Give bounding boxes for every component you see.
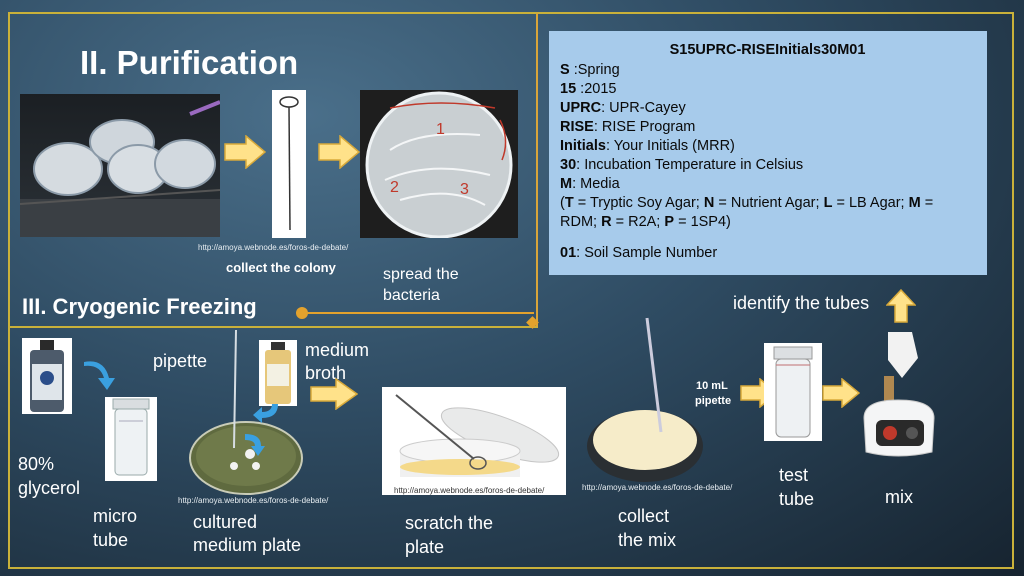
identify-tubes-label: identify the tubes xyxy=(733,293,870,313)
micro-tube-label-1: micro xyxy=(93,506,137,526)
curved-arrow-2 xyxy=(253,404,278,423)
micro-tube-photo xyxy=(105,397,157,481)
code-line-temperature: 30: Incubation Temperature in Celsius xyxy=(560,157,804,173)
glycerol-bottle-photo xyxy=(22,338,72,414)
arrow-right-1 xyxy=(224,135,266,169)
collect-colony-label: collect the colony xyxy=(226,260,336,275)
cryo-title: III. Cryogenic Freezing xyxy=(22,294,257,319)
cultured-plate-label-1: cultured xyxy=(193,512,258,532)
curved-arrow-1 xyxy=(84,361,115,390)
plate-mark-2: 2 xyxy=(390,179,399,196)
test-tube-label-1: test xyxy=(779,465,809,485)
code-line-sample: 01: Soil Sample Number xyxy=(560,245,718,261)
cryo-credit-2: http://amoya.webnode.es/foros-de-debate/ xyxy=(394,486,545,495)
code-line-media-options: (T = Tryptic Soy Agar; N = Nutrient Agar… xyxy=(560,195,934,211)
vortex-mixer-photo xyxy=(858,330,940,462)
inoculation-loop-photo xyxy=(272,90,306,238)
plate-mark-3: 3 xyxy=(460,181,469,198)
glycerol-label-2: glycerol xyxy=(18,478,81,498)
arrow-right-2 xyxy=(318,135,360,169)
spread-label-2: bacteria xyxy=(383,287,440,304)
streaked-plate-photo: 1 2 3 xyxy=(360,90,518,238)
collect-mix-label-1: collect xyxy=(618,506,670,526)
plate-mark-1: 1 xyxy=(436,121,445,138)
cultured-plate-photo xyxy=(188,328,308,498)
connector-line xyxy=(300,312,534,314)
petri-dishes-photo xyxy=(20,94,220,237)
ten-ml-label-2: pipette xyxy=(695,395,732,407)
scratch-label-1: scratch the xyxy=(405,513,494,533)
code-line-media: M: Media xyxy=(560,176,620,192)
sample-code-box: S15UPRC-RISEInitials30M01 S :Spring 15 :… xyxy=(549,31,987,275)
purification-frame xyxy=(8,12,538,328)
curved-arrow-3 xyxy=(245,434,265,456)
code-line-initials: Initials: Your Initials (MRR) xyxy=(560,138,735,154)
cryo-credit-3: http://amoya.webnode.es/foros-de-debate/ xyxy=(582,483,733,492)
scratch-plate-photo xyxy=(382,387,566,495)
arrow-right-3 xyxy=(310,378,358,410)
arrow-right-5 xyxy=(822,378,860,408)
pipette-label: pipette xyxy=(153,351,208,371)
test-tube-label-2: tube xyxy=(779,489,815,509)
arrow-up xyxy=(886,289,916,323)
code-line-season: S :Spring xyxy=(560,62,620,78)
glycerol-label-1: 80% xyxy=(18,454,55,474)
cultured-plate-label-2: medium plate xyxy=(193,535,302,555)
micro-tube-label-2: tube xyxy=(93,530,129,550)
cryo-credit-1: http://amoya.webnode.es/foros-de-debate/ xyxy=(178,496,329,505)
ten-ml-label-1: 10 mL xyxy=(696,380,728,392)
code-line-campus: UPRC: UPR-Cayey xyxy=(560,100,686,116)
test-tube-photo xyxy=(764,343,822,441)
code-line-program: RISE: RISE Program xyxy=(560,119,696,135)
scratch-label-2: plate xyxy=(405,537,445,557)
sample-code-header: S15UPRC-RISEInitials30M01 xyxy=(669,42,866,58)
collect-mix-photo xyxy=(585,316,705,484)
spread-label-1: spread the xyxy=(383,266,459,283)
connector-dot xyxy=(296,307,308,319)
purification-title: II. Purification xyxy=(80,44,299,81)
code-line-year: 15 :2015 xyxy=(560,81,617,97)
medium-broth-photo xyxy=(259,340,297,406)
purification-credit: http://amoya.webnode.es/foros-de-debate/ xyxy=(198,243,349,252)
medium-broth-label-1: medium xyxy=(305,340,370,360)
collect-mix-label-2: the mix xyxy=(618,530,677,550)
mix-label: mix xyxy=(885,487,913,507)
code-line-media-options-2: RDM; R = R2A; P = 1SP4) xyxy=(560,214,731,230)
